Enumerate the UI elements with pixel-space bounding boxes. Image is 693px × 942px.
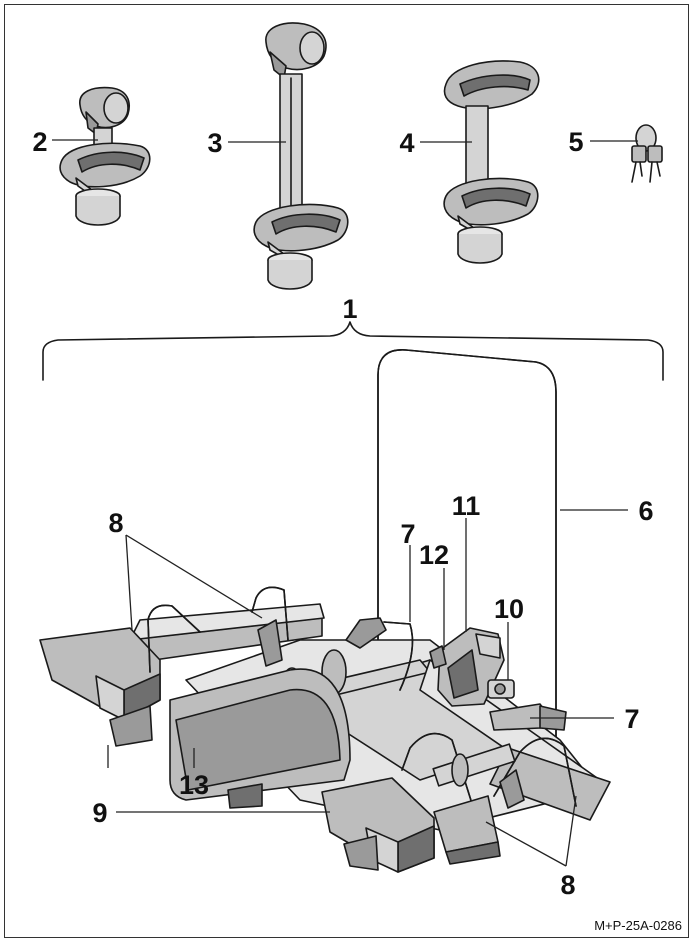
callout-8-right: 8 bbox=[560, 870, 575, 900]
bike-carrier-main-assembly bbox=[39, 349, 611, 873]
callout-8-left: 8 bbox=[108, 508, 123, 538]
callout-1: 1 bbox=[342, 294, 357, 324]
callout-7-upper: 7 bbox=[400, 519, 415, 549]
callout-9: 9 bbox=[92, 798, 107, 828]
diagram-frame bbox=[4, 4, 689, 938]
callout-12: 12 bbox=[419, 540, 449, 570]
callout-4: 4 bbox=[399, 128, 414, 158]
callout-11: 11 bbox=[452, 491, 481, 521]
part-4-double-holder bbox=[443, 60, 540, 264]
callout-13: 13 bbox=[179, 770, 209, 800]
callout-labels: 1 2 3 4 5 6 7 7 8 8 9 10 11 12 13 bbox=[32, 127, 653, 900]
part-2-short-holder bbox=[59, 86, 151, 226]
callout-3: 3 bbox=[207, 128, 222, 158]
leader-lines bbox=[52, 139, 638, 867]
callout-7-lower: 7 bbox=[624, 704, 639, 734]
callout-6: 6 bbox=[638, 496, 653, 526]
part-3-long-holder bbox=[253, 22, 349, 290]
part-5-keys bbox=[631, 124, 663, 183]
frame-tube-inner bbox=[377, 349, 557, 746]
callout-5: 5 bbox=[568, 127, 583, 157]
main-assembly-bracket bbox=[42, 321, 664, 381]
callout-2: 2 bbox=[32, 127, 47, 157]
callout-10: 10 bbox=[494, 594, 524, 624]
reference-code: M+P-25A-0286 bbox=[594, 918, 682, 933]
